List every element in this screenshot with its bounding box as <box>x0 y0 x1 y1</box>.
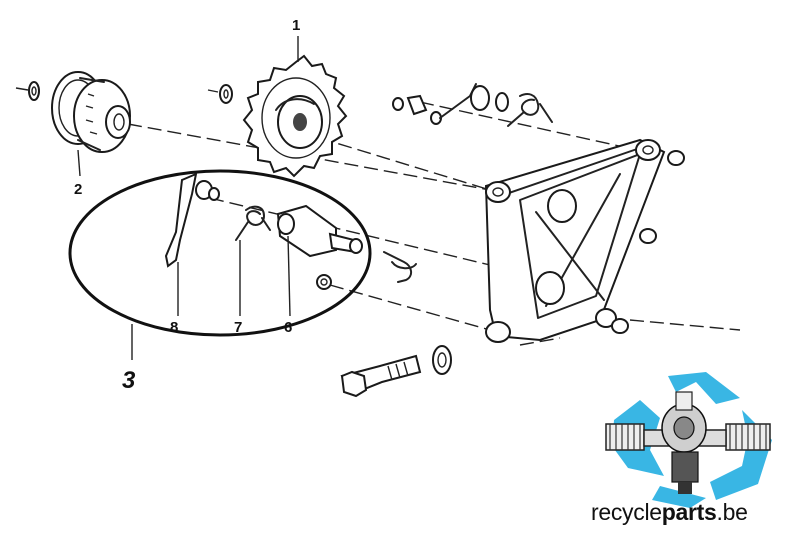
engine-icon <box>605 391 771 494</box>
small-washer-part <box>316 274 332 290</box>
bolt-part <box>340 354 422 398</box>
spring-lever-assembly <box>392 83 553 127</box>
brand-strong: parts <box>661 499 717 525</box>
assembly-axis-right <box>629 319 741 331</box>
sprocket-washer <box>207 84 233 104</box>
leader-2 <box>77 149 81 177</box>
clip-spring-part <box>383 251 417 283</box>
brand-wordmark: recycleparts.be <box>591 499 796 531</box>
callout-1: 1 <box>292 17 300 34</box>
assembly-axis-middle <box>209 197 491 266</box>
assembly-axis-bolt <box>519 337 561 346</box>
callout-3: 3 <box>122 367 136 394</box>
callout-2: 2 <box>74 181 82 198</box>
bracket-washers <box>611 150 685 334</box>
assembly-axis-lower <box>329 284 491 331</box>
brand-prefix: recycle <box>591 499 662 525</box>
mounting-bracket <box>484 138 666 343</box>
left-washer <box>15 81 40 101</box>
cam-shaft-part <box>276 204 363 258</box>
recycle-arrow-top-icon <box>668 372 740 404</box>
recycle-logo <box>605 372 772 508</box>
callout-8: 8 <box>170 319 178 336</box>
sprocket-part <box>242 54 348 178</box>
brand-suffix: .be <box>716 499 748 525</box>
highlight-circle <box>68 169 372 337</box>
drum-gear-part <box>51 71 131 153</box>
leader-6 <box>287 235 291 317</box>
torsion-spring-part <box>235 205 271 241</box>
lever-part <box>164 172 220 268</box>
callout-7: 7 <box>234 319 242 336</box>
bolt-washer <box>432 345 452 375</box>
callout-6: 6 <box>284 319 292 336</box>
